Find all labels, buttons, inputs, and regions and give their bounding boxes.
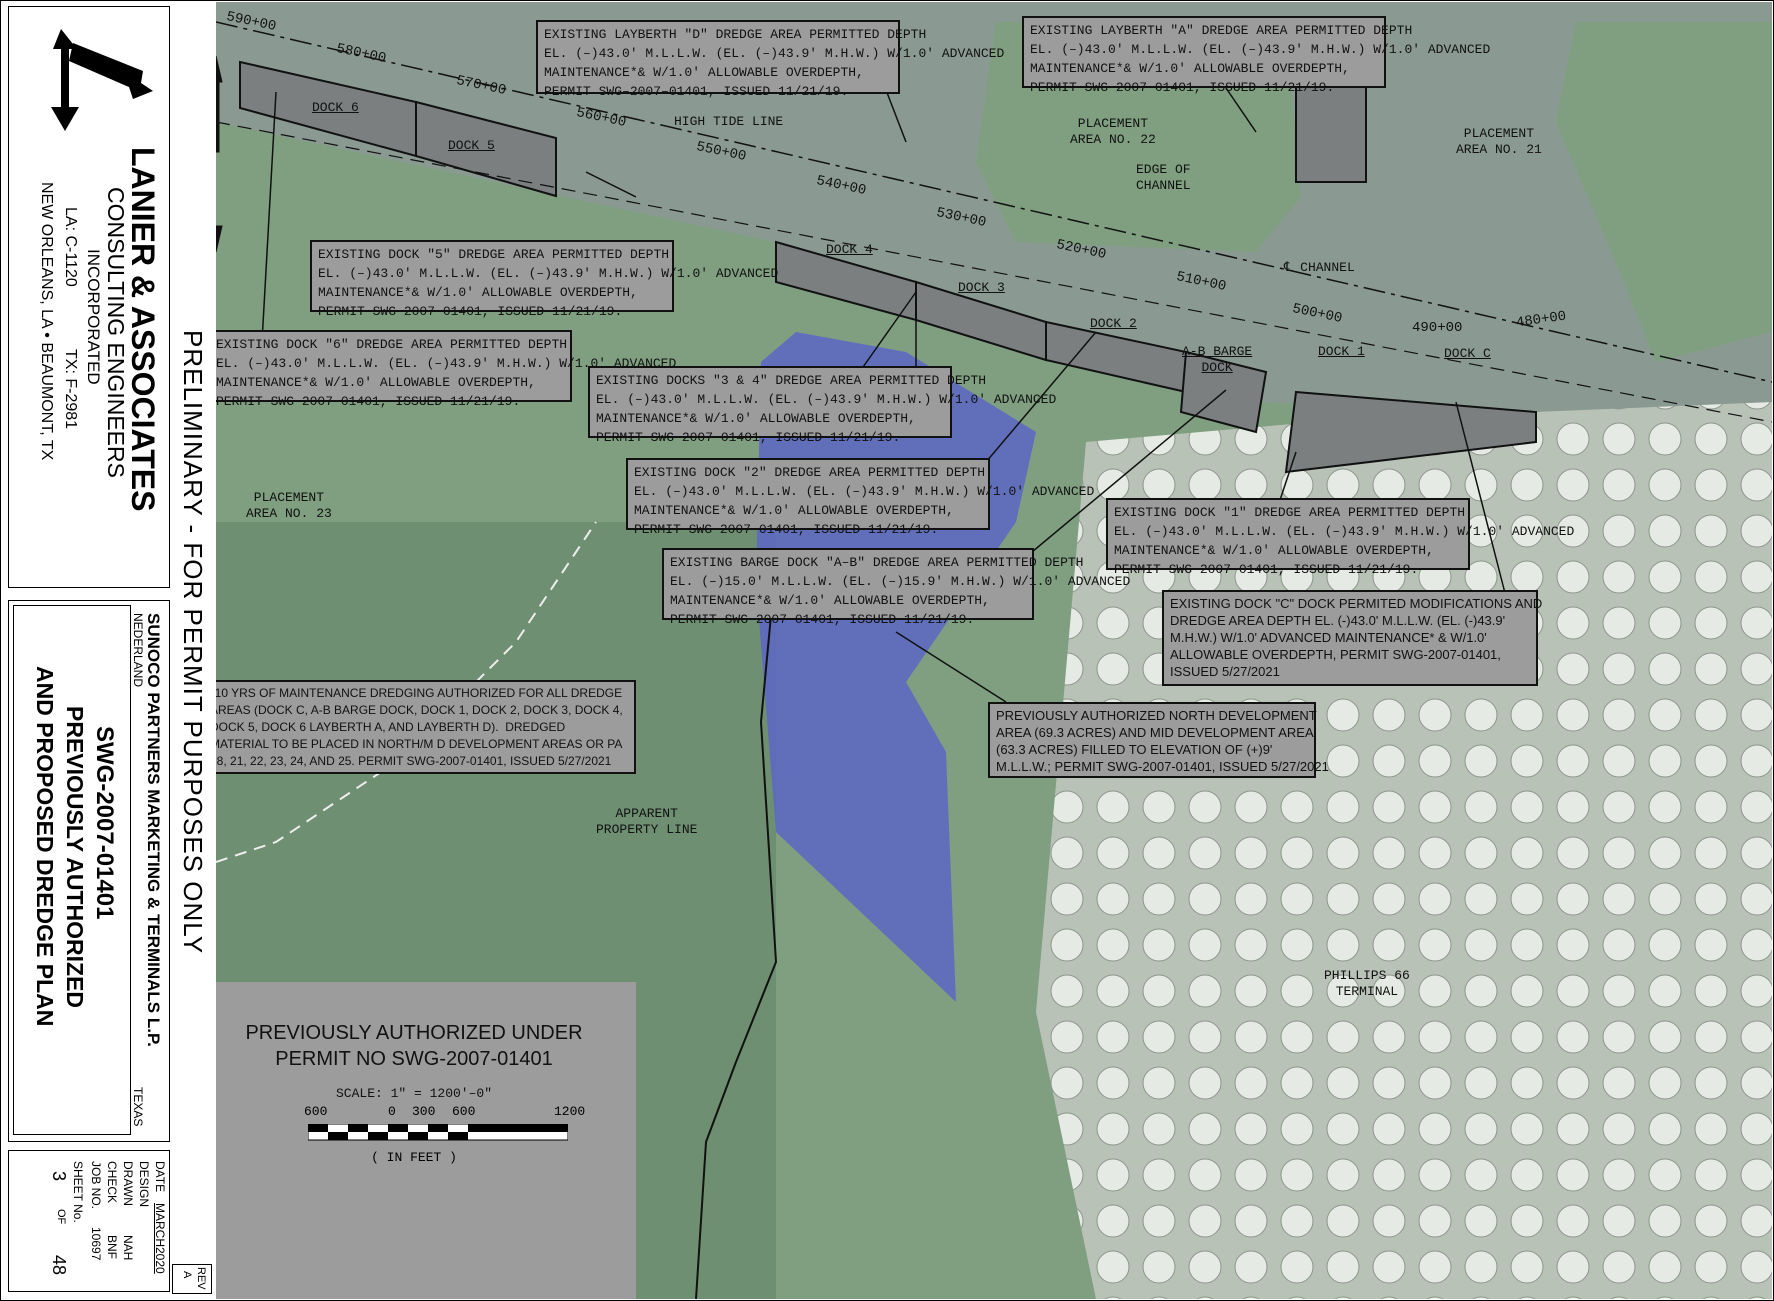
title-block: LANIER & ASSOCIATES CONSULTING ENGINEERS… xyxy=(0,0,216,1299)
dock-c-label: DOCK C xyxy=(1444,346,1491,361)
sheet-title-line2: AND PROPOSED DREDGE PLAN xyxy=(32,666,58,1027)
license-la: LA: C-1120 xyxy=(62,207,79,287)
firm-panel: LANIER & ASSOCIATES CONSULTING ENGINEERS… xyxy=(8,6,170,588)
rev-label: REV xyxy=(195,1267,207,1290)
check-value: BNF xyxy=(105,1235,119,1259)
drawn-value: NAH xyxy=(121,1235,135,1261)
dock-1-label: DOCK 1 xyxy=(1318,344,1365,359)
dock-3-label: DOCK 3 xyxy=(958,280,1005,295)
station-490: 490+00 xyxy=(1412,320,1463,336)
ship-channel xyxy=(216,2,1772,412)
high-tide-line xyxy=(216,121,1772,423)
legend-box: PREVIOUSLY AUTHORIZED UNDER PERMIT NO SW… xyxy=(216,982,636,1299)
scale-tick-600-left: 600 xyxy=(304,1104,328,1119)
drawing-info-panel: DATE MARCH2020 DESIGN DRAWN NAH CHECK BN… xyxy=(8,1150,170,1292)
note-docks-3-4: EXISTING DOCKS "3 & 4" DREDGE AREA PERMI… xyxy=(588,366,1056,445)
dredge-area-dock-1 xyxy=(1284,390,1537,474)
firm-subtitle: CONSULTING ENGINEERS xyxy=(103,187,129,478)
sheet-number: 3 xyxy=(49,1171,69,1182)
channel-centerline-label: ℄ CHANNEL xyxy=(1284,260,1355,275)
phillips-66-terminal-label: PHILLIPS 66 TERMINAL xyxy=(1324,968,1410,999)
placement-area-21-land xyxy=(1556,22,1772,362)
sheet-title-box: SWG-2007-01401 PREVIOUSLY AUTHORIZED AND… xyxy=(13,605,131,1135)
apparent-property-line-label: APPARENT PROPERTY LINE xyxy=(596,806,698,837)
scale-tick-300: 300 xyxy=(412,1104,436,1119)
revision-box: REV A xyxy=(172,1264,212,1294)
dock-4-label: DOCK 4 xyxy=(826,242,873,257)
sheet-total: 48 xyxy=(49,1255,69,1276)
note-dock-2: EXISTING DOCK "2" DREDGE AREA PERMITTED … xyxy=(626,458,1094,537)
date-label: DATE xyxy=(153,1161,167,1193)
firm-incorporated: INCORPORATED xyxy=(84,249,103,385)
placement-area-22-label: PLACEMENT AREA NO. 22 xyxy=(1070,116,1156,147)
scale-tick-1200: 1200 xyxy=(554,1104,586,1119)
note-dock-5: EXISTING DOCK "5" DREDGE AREA PERMITTED … xyxy=(310,240,778,319)
permit-number: SWG-2007-01401 xyxy=(91,726,118,920)
scale-bar xyxy=(308,1124,568,1141)
client-state: TEXAS xyxy=(131,1087,145,1127)
job-value: 10697 xyxy=(89,1227,103,1261)
note-dock-6: EXISTING DOCK "6" DREDGE AREA PERMITTED … xyxy=(216,330,676,409)
scale-tick-0: 0 xyxy=(388,1104,396,1119)
scale-tick-600: 600 xyxy=(452,1104,476,1119)
north-arrow xyxy=(216,55,223,253)
job-label: JOB NO. xyxy=(89,1161,103,1210)
license-tx: TX: F-2981 xyxy=(62,349,79,430)
legend-line2: PERMIT NO SWG-2007-01401 xyxy=(275,1048,553,1070)
scale-units: ( IN FEET ) xyxy=(371,1150,457,1165)
note-maintenance-dredging: *10 YRS OF MAINTENANCE DREDGING AUTHORIZ… xyxy=(216,680,636,774)
dock-6-label: DOCK 6 xyxy=(312,100,359,115)
client-name: SUNOCO PARTNERS MARKETING & TERMINALS L.… xyxy=(144,613,163,1047)
office-locations: NEW ORLEANS, LA • BEAUMONT, TX xyxy=(38,182,55,461)
firm-name: LANIER & ASSOCIATES xyxy=(125,147,161,512)
rev-value: A xyxy=(181,1271,193,1279)
sheet-of: OF xyxy=(55,1209,67,1225)
design-label: DESIGN xyxy=(137,1161,151,1208)
legend-line1: PREVIOUSLY AUTHORIZED UNDER xyxy=(245,1022,583,1044)
edge-of-channel-label: EDGE OF CHANNEL xyxy=(1136,162,1191,193)
sheet-title-line1: PREVIOUSLY AUTHORIZED xyxy=(62,706,88,1009)
leader-lines xyxy=(261,87,1507,703)
note-north-development: PREVIOUSLY AUTHORIZED NORTH DEVELOPMENT … xyxy=(988,702,1329,778)
placement-area-23-label: PLACEMENT AREA NO. 23 xyxy=(246,490,332,521)
high-tide-line-label: HIGH TIDE LINE xyxy=(674,114,784,129)
placement-area-21-label: PLACEMENT AREA NO. 21 xyxy=(1456,126,1542,157)
note-dock-c: EXISTING DOCK "C" DOCK PERMITED MODIFICA… xyxy=(1162,590,1542,686)
note-dock-1: EXISTING DOCK "1" DREDGE AREA PERMITTED … xyxy=(1106,498,1574,577)
dock-2-label: DOCK 2 xyxy=(1090,316,1137,331)
dock-5-label: DOCK 5 xyxy=(448,138,495,153)
note-layberth-a: EXISTING LAYBERTH "A" DREDGE AREA PERMIT… xyxy=(1022,16,1490,95)
preliminary-note: PRELIMINARY - FOR PERMIT PURPOSES ONLY xyxy=(178,330,208,955)
scale-text: SCALE: 1" = 1200'–0" xyxy=(335,1086,493,1101)
site-map: 590+00 580+00 570+00 560+00 550+00 540+0… xyxy=(216,2,1772,1299)
date-value: MARCH2020 xyxy=(153,1203,167,1274)
client-city: NEDERLAND xyxy=(131,613,145,688)
sheet-label: SHEET No. xyxy=(71,1161,85,1223)
note-barge-dock-ab: EXISTING BARGE DOCK "A–B" DREDGE AREA PE… xyxy=(662,548,1130,627)
ab-barge-dock-label: A-B BARGE DOCK xyxy=(1182,344,1253,375)
note-layberth-d: EXISTING LAYBERTH "D" DREDGE AREA PERMIT… xyxy=(536,20,1004,99)
north-arrow-logo xyxy=(51,29,153,131)
client-panel: SWG-2007-01401 PREVIOUSLY AUTHORIZED AND… xyxy=(8,600,170,1142)
channel-centerline xyxy=(216,21,1772,383)
property-line xyxy=(695,561,778,1299)
check-label: CHECK xyxy=(105,1161,119,1204)
drawn-label: DRAWN xyxy=(121,1161,135,1206)
dredge-area-dock-5 xyxy=(415,100,557,198)
